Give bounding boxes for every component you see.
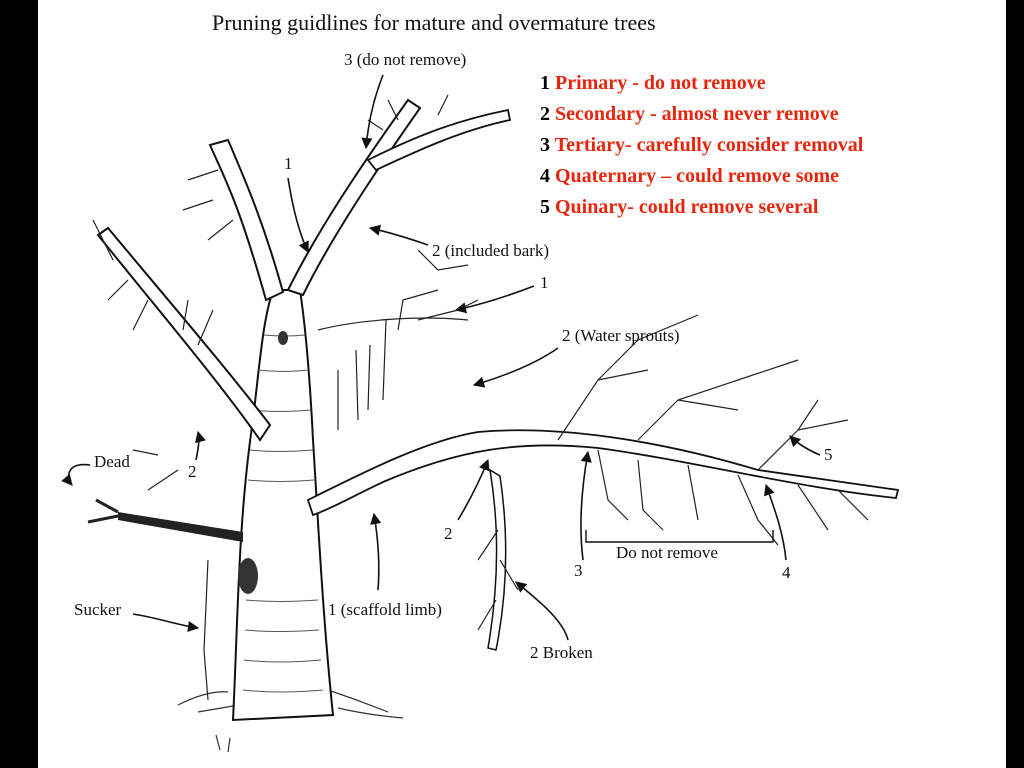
legend: 1 Primary - do not remove 2 Secondary - … xyxy=(540,68,863,223)
annotation-arrows xyxy=(61,74,821,641)
arrow-3 xyxy=(580,450,592,561)
label-sucker: Sucker xyxy=(74,600,122,619)
right-leader xyxy=(286,98,422,297)
twigs xyxy=(92,94,869,701)
label-do-not-remove: Do not remove xyxy=(616,543,718,562)
label-included-bark: 2 (included bark) xyxy=(432,241,550,260)
legend-row-quaternary: 4 Quaternary – could remove some xyxy=(540,161,863,192)
legend-row-quinary: 5 Quinary- could remove several xyxy=(540,192,863,223)
label-trunk-1: 1 xyxy=(284,154,293,173)
legend-number: 3 xyxy=(540,134,550,156)
legend-text: Quaternary – could remove some xyxy=(555,165,840,187)
legend-number: 2 xyxy=(540,103,550,125)
legend-row-secondary: 2 Secondary - almost never remove xyxy=(540,99,863,130)
trunk-knot-small xyxy=(278,331,288,345)
label-mid-2: 2 xyxy=(444,524,453,543)
legend-row-primary: 1 Primary - do not remove xyxy=(540,68,863,99)
do-not-remove-bracket xyxy=(585,530,774,543)
right-leader-fork xyxy=(366,108,512,172)
legend-number: 1 xyxy=(540,72,550,94)
arrow-left-2 xyxy=(195,430,206,461)
label-4: 4 xyxy=(782,563,791,582)
legend-number: 5 xyxy=(540,196,550,218)
arrow-dead xyxy=(61,463,91,486)
dead-branch xyxy=(118,512,243,542)
label-dead: Dead xyxy=(94,452,130,471)
label-5: 5 xyxy=(824,445,833,464)
legend-text: Secondary - almost never remove xyxy=(555,103,839,125)
legend-number: 4 xyxy=(540,165,550,187)
label-water-sprouts: 2 (Water sprouts) xyxy=(562,326,680,345)
arrow-mid-2 xyxy=(457,458,490,521)
arrow-5 xyxy=(789,435,821,456)
trunk-bark-marks xyxy=(242,334,324,693)
label-broken: 2 Broken xyxy=(530,643,593,662)
legend-text: Tertiary- carefully consider removal xyxy=(554,134,864,156)
scaffold-limb xyxy=(306,429,900,517)
legend-text: Quinary- could remove several xyxy=(555,196,819,218)
tree-diagram xyxy=(61,74,900,753)
label-branch-1: 1 xyxy=(540,273,549,292)
arrow-included-bark xyxy=(368,224,429,246)
arrow-scaffold xyxy=(370,512,382,591)
broken-branch xyxy=(487,468,507,651)
label-scaffold-limb: 1 (scaffold limb) xyxy=(328,600,442,619)
label-3: 3 xyxy=(574,561,583,580)
arrow-broken xyxy=(515,581,569,641)
arrow-trunk-1 xyxy=(287,177,309,254)
label-do-not-remove-3: 3 (do not remove) xyxy=(344,50,467,69)
legend-row-tertiary: 3 Tertiary- carefully consider removal xyxy=(540,130,863,161)
legend-text: Primary - do not remove xyxy=(555,72,766,94)
arrow-sucker xyxy=(132,613,200,633)
trunk-knot xyxy=(238,558,258,594)
arrow-branch-1 xyxy=(454,285,535,314)
left-limb xyxy=(96,226,272,442)
arrow-do-not-remove-3 xyxy=(361,74,384,150)
diagram-title: Pruning guidlines for mature and overmat… xyxy=(212,10,656,35)
slide: Pruning guidlines for mature and overmat… xyxy=(38,0,1006,768)
arrow-water-sprouts xyxy=(472,347,559,388)
left-leader xyxy=(208,138,285,302)
arrow-4 xyxy=(764,483,787,561)
label-left-2: 2 xyxy=(188,462,197,481)
